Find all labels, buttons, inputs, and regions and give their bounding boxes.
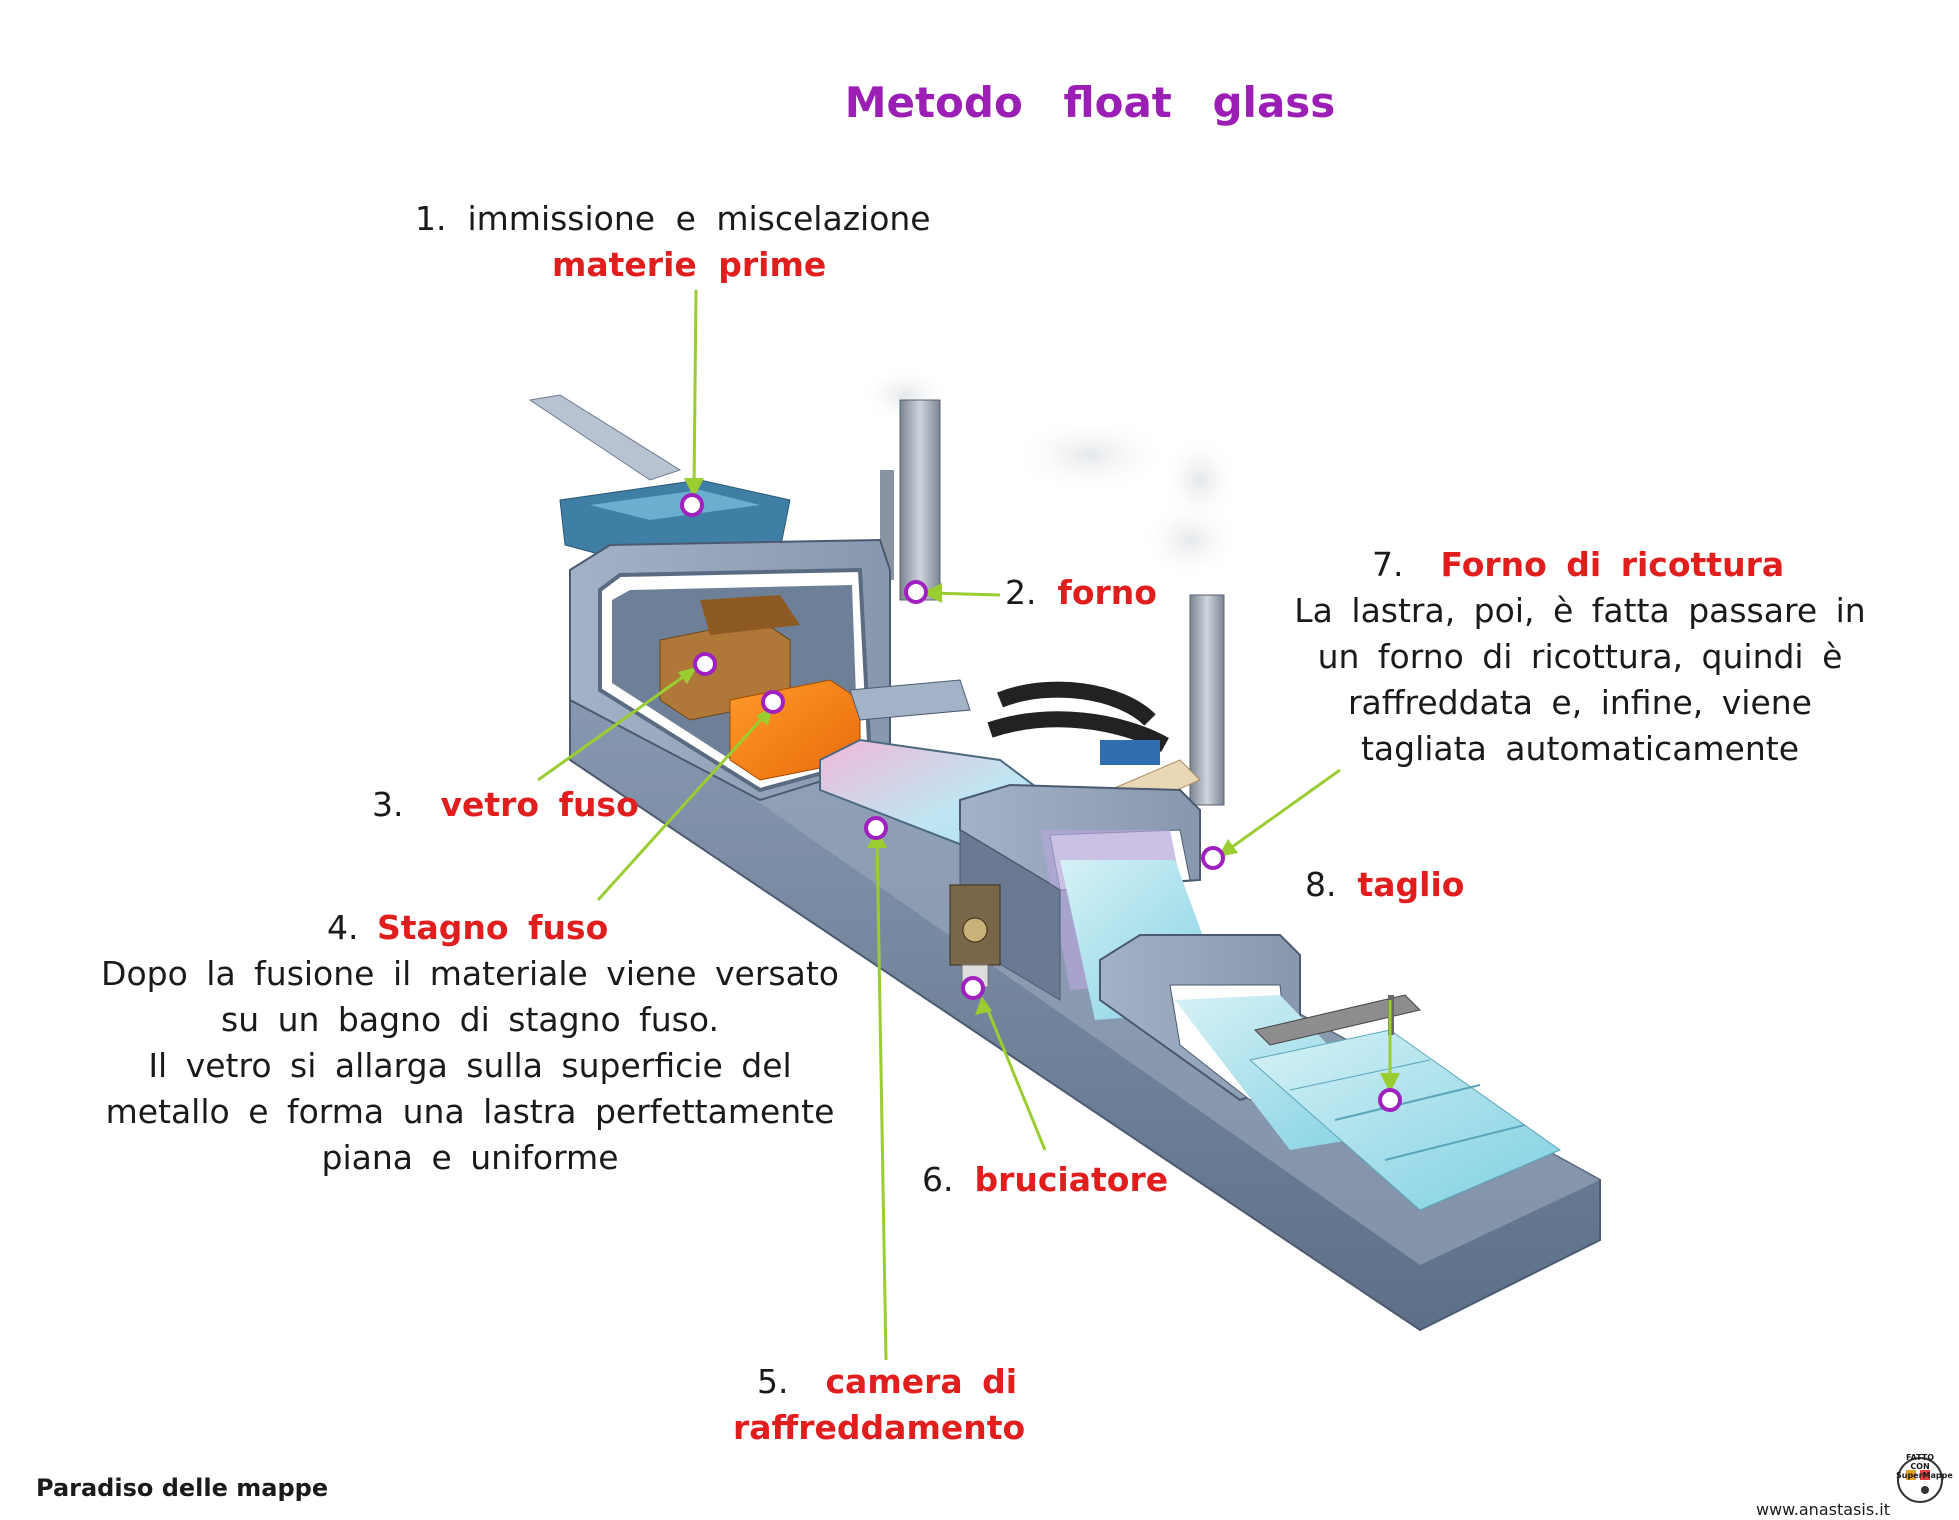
label-2: 2. forno [1005, 573, 1157, 612]
furnace-block [569, 538, 891, 802]
label-4: 4. Stagno fuso [327, 908, 609, 947]
label-1-pre: 1. immissione e miscelazione [415, 199, 931, 238]
label-1-name: materie prime [552, 245, 827, 284]
page-title: Metodo float glass [844, 78, 1336, 127]
label-5-name2: raffreddamento [733, 1408, 1026, 1447]
label-7-description: La lastra, poi, è fatta passare in un fo… [1294, 591, 1866, 768]
footer-left-text: Paradiso delle mappe [36, 1474, 329, 1502]
cutting-section [1099, 934, 1562, 1211]
label-5: 5. camera di [757, 1362, 1018, 1401]
label-4-description: Dopo la fusione il materiale viene versa… [101, 954, 839, 1177]
label-6: 6. bruciatore [922, 1160, 1169, 1199]
footer-right-text: www.anastasis.it [1756, 1500, 1890, 1519]
logo-text: FATTO CON SuperMappe [1896, 1453, 1953, 1480]
callout-arrows [537, 289, 1392, 1361]
label-7: 7. Forno di ricottura [1372, 545, 1785, 584]
callout-markers [680, 493, 1402, 1112]
label-8: 8. taglio [1305, 865, 1465, 904]
label-3: 3. vetro fuso [372, 785, 639, 824]
